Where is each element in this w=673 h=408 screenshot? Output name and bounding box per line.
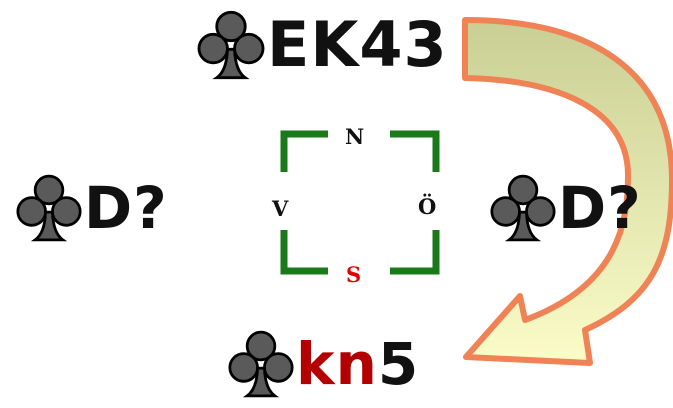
south-hand: kn 5 <box>226 328 419 400</box>
north-cards: EK43 <box>267 8 448 81</box>
club-icon <box>226 328 296 400</box>
north-hand: EK43 <box>195 8 448 82</box>
club-icon <box>14 172 84 244</box>
compass-box <box>280 130 440 275</box>
club-icon <box>488 172 558 244</box>
south-cards-red: kn <box>296 330 378 398</box>
club-icon <box>195 8 267 82</box>
east-cards: D? <box>558 174 642 242</box>
compass-west: V <box>272 196 289 221</box>
compass-south: S <box>346 262 362 287</box>
compass-east: Ö <box>418 194 437 219</box>
west-hand: D? <box>14 172 168 244</box>
east-hand: D? <box>488 172 642 244</box>
compass-north: N <box>345 124 365 149</box>
south-cards-black: 5 <box>377 330 420 398</box>
west-cards: D? <box>84 174 168 242</box>
